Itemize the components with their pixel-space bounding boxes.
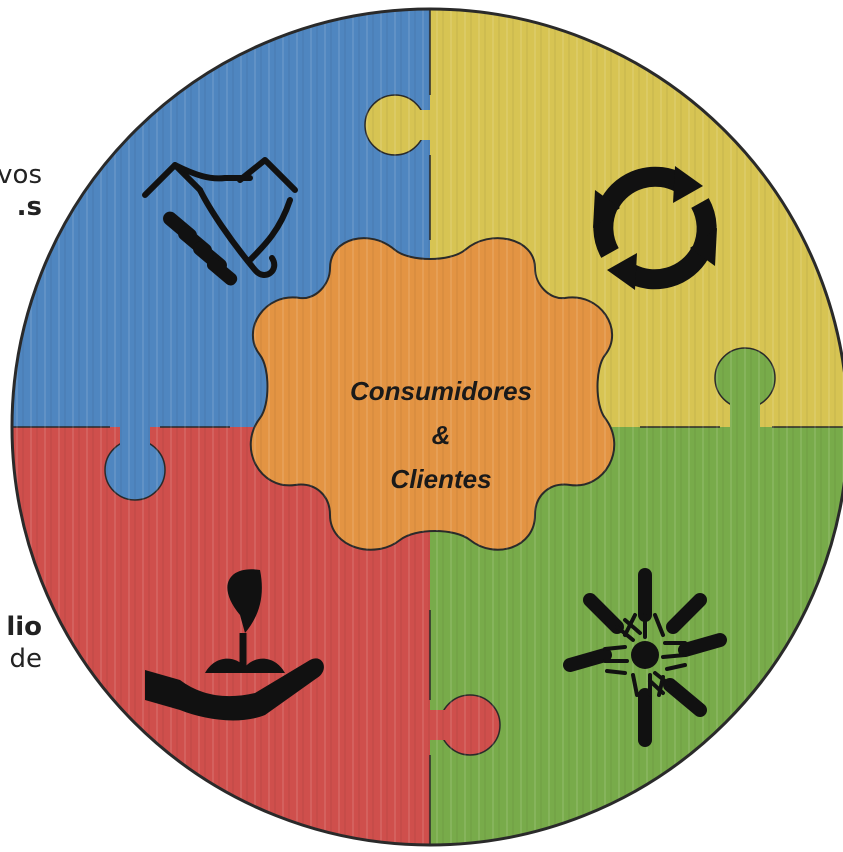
hand-plant-icon [145,569,324,721]
left-fragment-top-line2: s. [16,192,42,222]
outer-circle [10,7,843,847]
left-fragment-top-line1: vos [0,160,42,190]
handshake-icon [142,157,298,286]
center-line1: Consumidores [350,376,532,406]
center-line3: Clientes [390,464,491,494]
recycle-arrows-icon [593,166,717,290]
left-fragment-bottom-line2: de [9,644,43,674]
hands-together-icon [563,568,727,747]
center-piece [249,237,616,551]
left-fragment-bottom-line1: lio [6,612,42,642]
center-line2: & [432,420,451,450]
